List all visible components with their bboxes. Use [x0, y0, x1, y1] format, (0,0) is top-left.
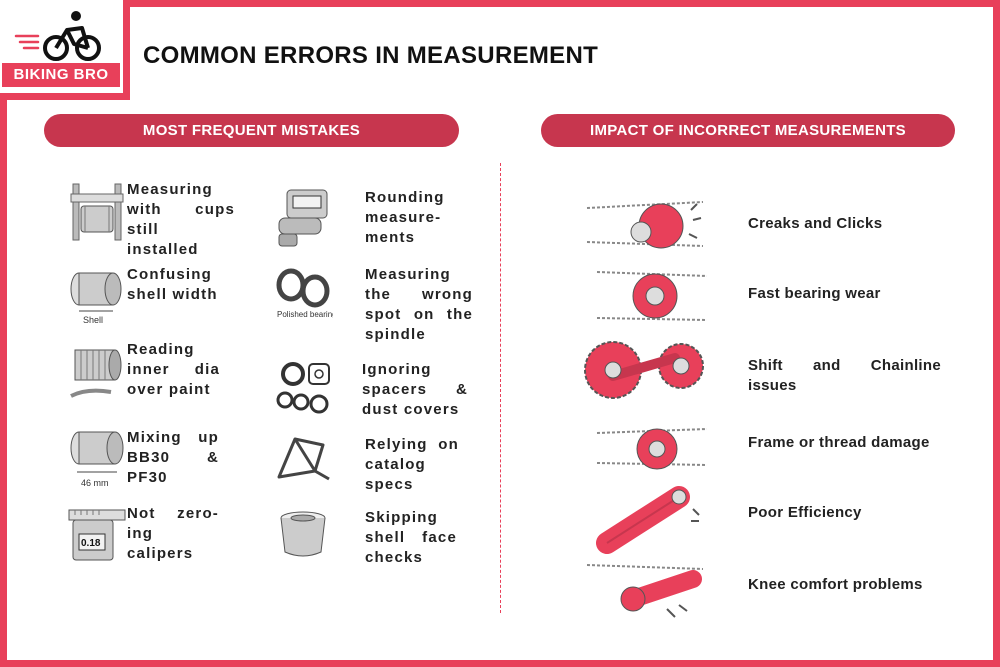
creaking-crank-icon — [586, 201, 704, 249]
mistake-item: Rounding measure-ments — [273, 188, 473, 250]
pedal-stroke-icon — [586, 564, 704, 618]
threaded-cup-icon — [70, 349, 122, 398]
thread-damage-icon — [596, 428, 708, 470]
crank-arm-icon — [596, 486, 700, 554]
section-header-mistakes: MOST FREQUENT MISTAKES — [44, 114, 459, 147]
mistake-item: Skipping shell face checks — [273, 508, 457, 570]
mistake-label: Measuring with cups still installed — [127, 181, 235, 258]
mistake-item: Measuring with cups still installed — [67, 180, 235, 260]
mistake-label: Skipping shell face checks — [365, 509, 457, 566]
page-title: COMMON ERRORS IN MEASUREMENT — [143, 42, 599, 69]
impact-item: Creaks and Clicks — [583, 190, 953, 260]
mistake-item: Polished bearing journal Measuring the w… — [273, 265, 473, 345]
press-fit-shell-icon: 46 mm — [70, 431, 124, 488]
caliper-cups-icon — [70, 183, 124, 241]
shell-face-icon — [280, 511, 326, 557]
impact-label: Creaks and Clicks — [748, 215, 883, 232]
digital-gauge-icon — [278, 189, 328, 247]
section-divider — [500, 163, 501, 613]
mistake-item: Reading inner dia over paint — [67, 340, 220, 402]
bearing-rings-icon: Polished bearing journal — [276, 268, 333, 319]
frame-icon — [277, 437, 330, 481]
section-header-impact: IMPACT OF INCORRECT MEASUREMENTS — [541, 114, 955, 147]
mistake-label: Relying on catalog specs — [365, 436, 459, 493]
mistake-label: Confusing shell width — [127, 266, 218, 303]
mistake-label: Measuring the wrong spot on the spindle — [365, 266, 473, 343]
impact-label: Knee comfort problems — [748, 576, 923, 593]
mistake-item: 46 mm Mixing up BB30 & PF30 — [67, 428, 219, 490]
bearing-wear-icon — [596, 271, 708, 321]
caption: Polished bearing journal — [277, 310, 333, 319]
cyclist-logo-icon — [14, 11, 101, 61]
impact-label: Poor Efficiency — [748, 504, 862, 521]
mistake-label: Reading inner dia over paint — [127, 341, 220, 398]
spacers-icon — [276, 362, 330, 414]
caption: Shell — [83, 315, 103, 325]
brand-name: BIKING BRO — [2, 63, 120, 87]
caption: 0.18 — [81, 538, 101, 549]
mistake-item: 0.18 Not zero-ing calipers — [67, 504, 219, 566]
digital-caliper-icon: 0.18 — [68, 509, 126, 561]
mistake-label: Not zero-ing calipers — [127, 505, 219, 562]
chainline-icon — [584, 341, 704, 399]
impact-label: Frame or thread damage — [748, 434, 930, 451]
mistake-item: Shell Confusing shell width — [67, 265, 227, 327]
logo: BIKING BRO — [0, 0, 130, 100]
mistake-label: Ignoring spacers & dust covers — [362, 361, 468, 418]
impact-item: Fast bearing wear — [583, 262, 953, 332]
mistake-item: Relying on catalog specs — [273, 435, 459, 497]
impact-label: Shift and Chainline issues — [748, 357, 941, 394]
impact-item: Poor Efficiency — [583, 485, 953, 555]
impact-item: Knee comfort problems — [583, 557, 953, 627]
mistake-label: Rounding measure-ments — [365, 189, 445, 246]
impact-label: Fast bearing wear — [748, 285, 881, 302]
bb-shell-icon: Shell — [70, 272, 122, 325]
caption: 46 mm — [81, 478, 109, 488]
mistake-item: Ignoring spacers & dust covers — [273, 360, 468, 422]
impact-item: Shift and Chainline issues — [583, 336, 953, 406]
mistake-label: Mixing up BB30 & PF30 — [127, 429, 219, 486]
impact-item: Frame or thread damage — [583, 413, 953, 483]
